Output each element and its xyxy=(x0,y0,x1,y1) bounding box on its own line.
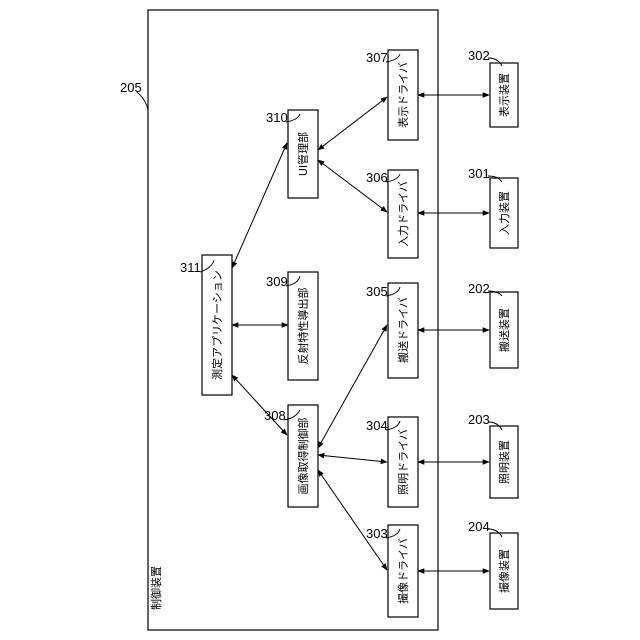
image-control-label: 画像取得制御部 xyxy=(296,418,310,495)
reflection-calc-label: 反射特性導出部 xyxy=(296,288,310,365)
camera-driver-ref: 303 xyxy=(366,526,388,541)
link-app-ui xyxy=(232,143,287,268)
ui-manager-ref: 310 xyxy=(266,110,288,125)
display-device-label: 表示装置 xyxy=(497,73,511,117)
link-ui-display xyxy=(318,97,387,150)
transport-driver-ref: 305 xyxy=(366,284,388,299)
measurement-app-block: 測定アプリケーション 311 xyxy=(180,255,232,395)
display-driver-ref: 307 xyxy=(366,50,388,65)
link-app-image xyxy=(232,375,287,435)
camera-device-ref: 204 xyxy=(468,519,490,534)
link-image-camera xyxy=(318,470,387,570)
transport-device-block: 搬送装置 202 xyxy=(468,281,518,368)
image-control-block: 画像取得制御部 308 xyxy=(264,405,318,507)
link-image-light xyxy=(318,455,387,462)
ui-manager-block: UI管理部 310 xyxy=(266,110,318,198)
measurement-app-label: 測定アプリケーション xyxy=(210,270,224,380)
connections xyxy=(232,95,489,571)
light-device-block: 照明装置 203 xyxy=(468,412,518,498)
image-control-ref: 308 xyxy=(264,408,286,423)
light-driver-block: 照明ドライバ 304 xyxy=(366,417,418,507)
light-driver-label: 照明ドライバ xyxy=(397,429,410,495)
camera-device-label: 撮像装置 xyxy=(497,549,511,593)
control-device-label: 制御装置 xyxy=(149,566,163,610)
measurement-app-ref: 311 xyxy=(180,260,201,275)
camera-driver-block: 撮像ドライバ 303 xyxy=(366,525,418,617)
camera-device-block: 撮像装置 204 xyxy=(468,519,518,609)
camera-driver-label: 撮像ドライバ xyxy=(396,538,410,604)
reflection-calc-block: 反射特性導出部 309 xyxy=(266,272,318,380)
light-device-ref: 203 xyxy=(468,412,490,427)
input-device-ref: 301 xyxy=(468,166,490,181)
light-driver-ref: 304 xyxy=(366,418,388,433)
input-driver-label: 入力ドライバ xyxy=(397,181,410,247)
input-driver-block: 入力ドライバ 306 xyxy=(366,170,418,258)
display-driver-block: 表示ドライバ 307 xyxy=(366,50,418,140)
transport-driver-label: 搬送ドライバ xyxy=(396,297,410,363)
input-driver-ref: 306 xyxy=(366,170,388,185)
ui-manager-label: UI管理部 xyxy=(296,132,310,176)
transport-device-ref: 202 xyxy=(468,281,490,296)
input-device-block: 入力装置 301 xyxy=(468,166,518,248)
transport-device-label: 搬送装置 xyxy=(497,308,511,352)
display-device-ref: 302 xyxy=(468,48,490,63)
display-driver-label: 表示ドライバ xyxy=(396,62,410,128)
display-device-block: 表示装置 302 xyxy=(468,48,518,127)
reflection-calc-ref: 309 xyxy=(266,274,288,289)
input-device-label: 入力装置 xyxy=(498,191,511,235)
light-device-label: 照明装置 xyxy=(498,440,511,484)
transport-driver-block: 搬送ドライバ 305 xyxy=(366,283,418,378)
link-ui-input xyxy=(318,160,387,212)
